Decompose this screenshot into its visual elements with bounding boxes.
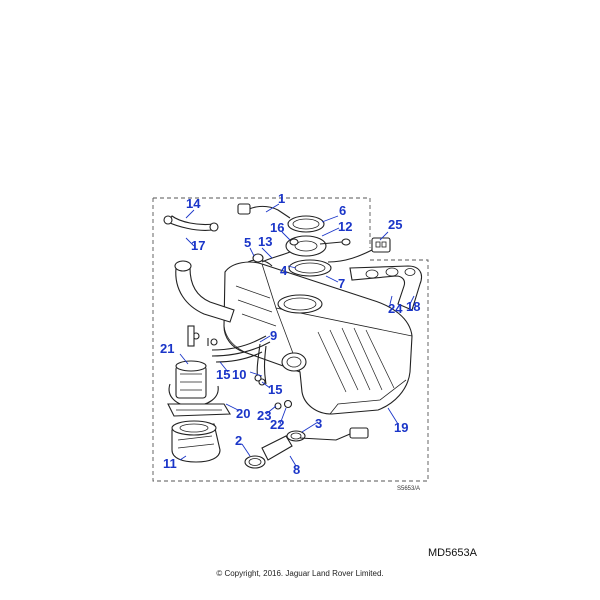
leader-lines <box>179 203 415 467</box>
callout-2: 2 <box>235 433 242 448</box>
callout-24: 24 <box>388 301 403 316</box>
callout-13: 13 <box>258 234 272 249</box>
callout-11: 11 <box>163 456 177 471</box>
callout-6: 6 <box>339 203 346 218</box>
fuel-pump <box>168 325 219 407</box>
fuel-tank <box>223 261 413 415</box>
callout-7: 7 <box>338 276 345 291</box>
callout-3: 3 <box>315 416 322 431</box>
swirl-pot <box>171 420 221 463</box>
frame-left-group <box>152 198 429 482</box>
callout-10: 10 <box>232 367 246 382</box>
pump-bracket <box>167 403 231 417</box>
callout-12: 12 <box>338 219 352 234</box>
callout-4: 4 <box>280 263 288 278</box>
callout-18: 18 <box>406 299 420 314</box>
callout-19: 19 <box>394 420 408 435</box>
heat-shield <box>349 265 423 311</box>
callout-20: 20 <box>236 406 250 421</box>
callout-17: 17 <box>191 238 205 253</box>
callout-22: 22 <box>270 417 284 432</box>
callout-25: 25 <box>388 217 402 232</box>
fuel-gauge-sender <box>244 374 369 469</box>
callout-14: 14 <box>186 196 201 211</box>
callout-23: 23 <box>257 408 271 423</box>
fuel-lines <box>192 332 271 386</box>
callout-5: 5 <box>244 235 251 250</box>
drawing-reference: S5653/A <box>397 486 420 492</box>
callout-1: 1 <box>278 191 285 206</box>
callout-15-upper: 15 <box>216 367 230 382</box>
callout-21: 21 <box>160 341 174 356</box>
callout-9: 9 <box>270 328 277 343</box>
harness-connector <box>327 237 391 263</box>
callout-8: 8 <box>293 462 300 477</box>
copyright-notice: © Copyright, 2016. Jaguar Land Rover Lim… <box>216 569 384 578</box>
callout-16: 16 <box>270 220 284 235</box>
frame-upper-group <box>153 197 371 248</box>
pump-flange-assembly <box>237 203 351 314</box>
diagram-code: MD5653A <box>428 547 477 559</box>
callout-15-lower: 15 <box>268 382 282 397</box>
filler-neck <box>163 215 273 323</box>
